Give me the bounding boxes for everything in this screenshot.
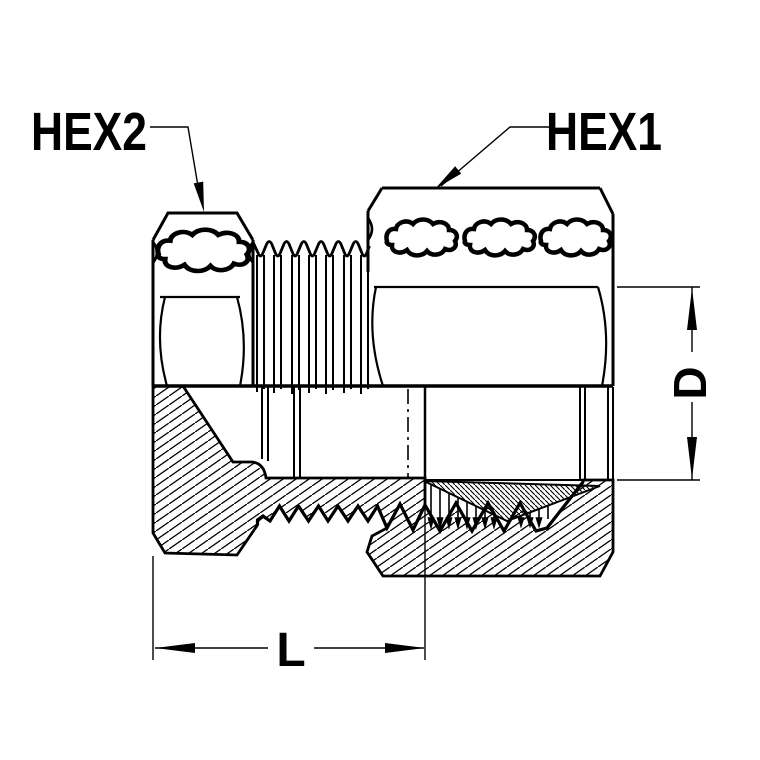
hex-chamfer-scallop — [158, 230, 249, 271]
leader-hex1 — [435, 126, 549, 189]
leader-arrowhead — [193, 181, 204, 212]
hex2-label: HEX2 — [31, 102, 147, 162]
male-thread — [251, 240, 371, 394]
thread-cone-section — [423, 480, 601, 523]
thread-flank-lines — [256, 252, 369, 394]
bore-lines — [261, 386, 614, 481]
hex2-nut — [151, 211, 255, 387]
extension-lines — [617, 286, 700, 481]
hex-chamfer-scallop — [464, 220, 534, 256]
dimension-D — [617, 286, 700, 481]
thread-crest-zigzag — [251, 240, 371, 258]
arrowhead-left — [155, 643, 195, 653]
dimension-D-label: D — [664, 366, 716, 399]
hex-chamfer-scallop — [386, 220, 456, 256]
leader-hex2 — [150, 126, 204, 212]
edge-scallop-left — [366, 217, 374, 241]
arrowhead-right — [385, 643, 425, 653]
hex-chamfer-scallop — [540, 220, 610, 256]
dimension-L-label: L — [276, 624, 305, 677]
thread-profile-zigzag — [255, 481, 585, 535]
hex1-label: HEX1 — [546, 102, 662, 162]
hex1-body — [366, 186, 615, 387]
leader-arrowhead — [435, 166, 462, 189]
section-lower-right — [255, 478, 615, 578]
dimension-L — [152, 480, 426, 660]
arrowhead-up — [687, 288, 697, 330]
arrowhead-down — [687, 437, 697, 479]
